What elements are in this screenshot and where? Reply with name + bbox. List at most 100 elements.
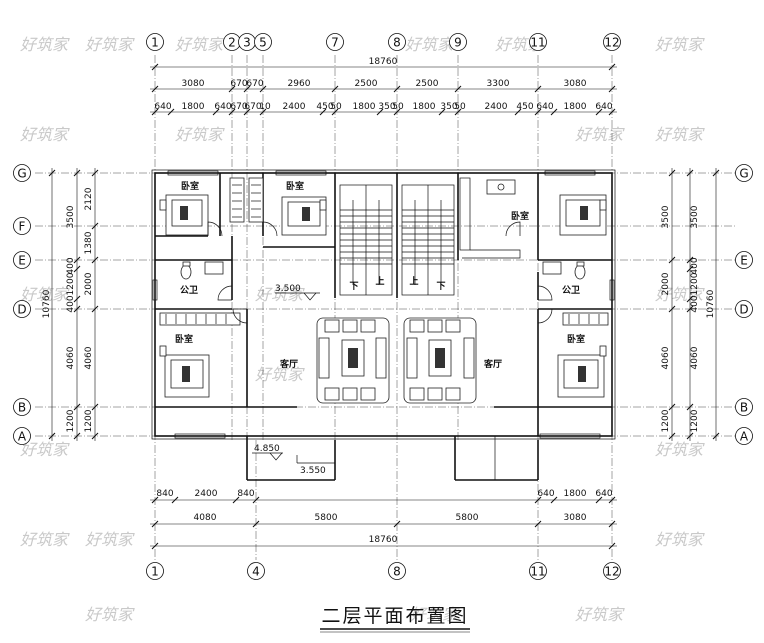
dim-label: 5800	[315, 513, 338, 523]
watermark: 好筑家	[20, 440, 70, 459]
dim-label: 2500	[355, 79, 378, 89]
dim-overall-bottom: 18760	[369, 535, 398, 545]
dim-label: 2120	[84, 187, 94, 210]
dim-label: 4060	[661, 346, 671, 369]
living-room-label: 客厅	[279, 358, 298, 370]
axis-label-3: 3	[243, 36, 251, 50]
dim-label: 4080	[194, 513, 217, 523]
watermark: 好筑家	[20, 35, 70, 54]
bedroom-label: 卧室	[511, 210, 529, 222]
bed-icon	[159, 194, 209, 236]
dim-label: 2000	[661, 272, 671, 295]
axis-label-5: 5	[259, 36, 267, 50]
dim-label: 2400	[195, 489, 218, 499]
dim-label: 1200	[661, 409, 671, 432]
left-dimensions: 10760 3500 400 1200 400 4060 1200 2120 1…	[42, 168, 99, 441]
dim-label: 1800	[413, 102, 436, 112]
axis-label-4: 4	[252, 565, 260, 579]
right-dimensions: 3500 2000 4060 1200 3500 400 1200 400 40…	[661, 168, 720, 441]
dim-label: 3500	[66, 205, 76, 228]
dim-label: 1800	[182, 102, 205, 112]
dim-label: 1800	[564, 489, 587, 499]
dim-label: 2400	[283, 102, 306, 112]
dim-label: 2400	[485, 102, 508, 112]
dim-label: 640	[214, 102, 231, 112]
doors	[207, 221, 553, 324]
dim-label: 670	[230, 102, 247, 112]
watermark: 好筑家	[255, 365, 305, 384]
bathroom-label: 公卫	[562, 285, 580, 296]
drawing-title-block: 二层平面布置图	[320, 605, 470, 633]
dim-label: 1200	[690, 272, 700, 295]
living-room-furniture	[316, 317, 477, 404]
watermark: 好筑家	[85, 605, 135, 624]
dim-label: 640	[536, 102, 553, 112]
dim-label: 640	[537, 489, 554, 499]
watermark: 好筑家	[20, 125, 70, 144]
dim-label: 400	[690, 257, 700, 274]
dim-label: 640	[595, 102, 612, 112]
bottom-axis-bubbles: 1 4 8 11 12	[146, 562, 621, 580]
bed-icon	[281, 196, 327, 236]
watermark: 好筑家	[655, 530, 705, 549]
dim-label: 450	[316, 102, 333, 112]
axis-label-b: B	[18, 401, 26, 415]
dim-label: 1200	[690, 409, 700, 432]
bed-icon	[559, 194, 607, 236]
bottom-dimensions: 840 2400 840 640 1800 640 4080 5800 5800…	[150, 489, 617, 550]
watermark: 好筑家	[655, 125, 705, 144]
level-mark: 4.850	[254, 444, 280, 454]
stairs: 下 上 上 下	[339, 177, 521, 296]
dim-label: 670	[246, 79, 263, 89]
dim-label: 10	[259, 102, 271, 112]
top-dimensions: 18760 3080 670 670 2960 2500 2500 3300 3…	[150, 57, 617, 116]
watermark: 好筑家	[85, 530, 135, 549]
dim-label: 2500	[416, 79, 439, 89]
dim-label: 3080	[182, 79, 205, 89]
level-marks: 3.500 4.850 3.550	[252, 284, 326, 476]
vertical-grid-lines	[154, 55, 613, 560]
watermark: 好筑家	[175, 125, 225, 144]
dim-label: 350	[378, 102, 395, 112]
bedroom-label: 卧室	[181, 180, 199, 192]
bath-fixtures	[180, 179, 586, 280]
watermark: 好筑家	[655, 440, 705, 459]
right-axis-bubbles: G E D B A	[735, 164, 753, 445]
dim-overall-top: 18760	[369, 57, 398, 67]
watermark: 好筑家	[20, 285, 70, 304]
watermark: 好筑家	[655, 285, 705, 304]
dim-label: 840	[156, 489, 173, 499]
bedroom-label: 卧室	[175, 333, 193, 345]
axis-label-12: 12	[604, 565, 619, 579]
dim-label: 1800	[353, 102, 376, 112]
watermark: 好筑家	[175, 35, 225, 54]
axis-label-8: 8	[393, 36, 401, 50]
dim-label: 3500	[690, 205, 700, 228]
dim-label: 3080	[564, 513, 587, 523]
dim-label: 450	[516, 102, 533, 112]
beds	[159, 194, 607, 398]
axis-label-e: E	[18, 254, 26, 268]
dim-label: 640	[154, 102, 171, 112]
dim-label: 2960	[288, 79, 311, 89]
axis-label-e: E	[740, 254, 748, 268]
watermark-layer: 好筑家 好筑家 好筑家 好筑家 好筑家 好筑家 好筑家 好筑家 好筑家 好筑家 …	[20, 35, 705, 624]
stair-down-label: 下	[349, 281, 358, 292]
bed-icon	[557, 345, 607, 398]
axis-label-a: A	[18, 430, 27, 444]
dim-label: 1200	[66, 409, 76, 432]
axis-label-1: 1	[151, 565, 159, 579]
axis-label-a: A	[740, 430, 749, 444]
wardrobes	[159, 177, 609, 326]
dim-label: 3500	[661, 205, 671, 228]
axis-label-9: 9	[454, 36, 462, 50]
drawing-title: 二层平面布置图	[321, 605, 468, 627]
dim-label: 840	[237, 489, 254, 499]
dim-label: 350	[440, 102, 457, 112]
watermark: 好筑家	[20, 530, 70, 549]
axis-label-2: 2	[228, 36, 236, 50]
axis-label-d: D	[739, 303, 748, 317]
stair-down-label: 下	[436, 281, 445, 292]
dim-label: 50	[330, 102, 342, 112]
